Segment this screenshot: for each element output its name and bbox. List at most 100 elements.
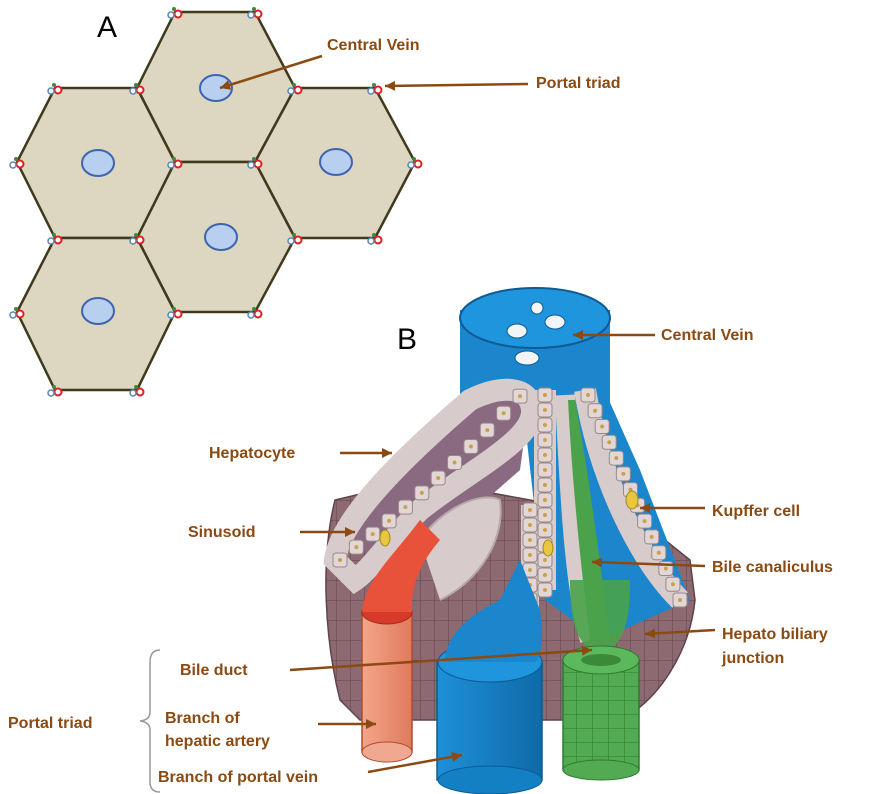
portal-vein-dot: [48, 238, 54, 244]
hepatocyte-cell: [602, 435, 616, 449]
arrow-portal-triad-a-head: [385, 81, 395, 91]
portal-vein-dot: [10, 162, 16, 168]
hepatocyte-cell: [523, 548, 537, 562]
bile-duct-bottom: [563, 760, 639, 780]
hepatocyte-nucleus: [543, 438, 547, 442]
hepatocyte-nucleus: [543, 483, 547, 487]
portal-vein-dot: [10, 312, 16, 318]
bile-duct-dot: [252, 157, 256, 161]
hepatic-artery-dot: [17, 161, 24, 168]
arrow-sinusoid: [300, 527, 355, 537]
portal-vein-bottom: [438, 766, 542, 794]
hepatic-artery-dot: [175, 311, 182, 318]
hexagon-lobule-group: [17, 12, 415, 390]
hepatocyte-cell: [538, 418, 552, 432]
hepatocyte-nucleus: [354, 545, 358, 549]
hepatic-artery-dot: [137, 87, 144, 94]
hepatocyte-cell: [638, 514, 652, 528]
hepatocyte-cell: [609, 451, 623, 465]
bile-duct-dot: [172, 7, 176, 11]
hepatocyte-nucleus: [543, 588, 547, 592]
hepatocyte-cell: [523, 518, 537, 532]
central-vein-oval: [205, 224, 237, 250]
kupffer-cell: [626, 491, 638, 509]
hepatocyte-nucleus: [543, 513, 547, 517]
hepatic-artery-dot: [137, 389, 144, 396]
label-portal-triad-b: Portal triad: [8, 714, 92, 734]
label-central-vein-b: Central Vein: [661, 326, 753, 346]
hepatic-artery-dot: [55, 237, 62, 244]
hepatocyte-cell: [464, 440, 478, 454]
hepatic-artery-dot: [295, 87, 302, 94]
hepatocyte-nucleus: [543, 453, 547, 457]
hepatocyte-nucleus: [543, 393, 547, 397]
central-vein-oval: [82, 150, 114, 176]
hepatocyte-cell: [497, 406, 511, 420]
portal-vein-dot: [130, 238, 136, 244]
bile-duct-dot: [372, 233, 376, 237]
hepatocyte-nucleus: [671, 582, 675, 586]
hepatocyte-nucleus: [543, 498, 547, 502]
hepatocyte-nucleus: [338, 558, 342, 562]
central-vein-oval: [320, 149, 352, 175]
bile-duct-dot: [292, 233, 296, 237]
hepatocyte-cell: [538, 463, 552, 477]
hepatic-artery-dot: [175, 11, 182, 18]
hepatocyte-nucleus: [543, 423, 547, 427]
portal-vein-dot: [288, 238, 294, 244]
hepatocyte-cell: [666, 577, 680, 591]
hepatocyte-cell: [538, 448, 552, 462]
hepatocyte-cell: [538, 388, 552, 402]
portal-vein-dot: [408, 162, 414, 168]
bile-duct-dot: [252, 307, 256, 311]
hepatocyte-nucleus: [543, 468, 547, 472]
hepatocyte-nucleus: [528, 508, 532, 512]
hepatocyte-cell: [538, 583, 552, 597]
label-bile-canaliculus: Bile canaliculus: [712, 558, 833, 578]
hepatocyte-cell: [538, 568, 552, 582]
hepatic-artery-dot: [175, 161, 182, 168]
hepatocyte-cell: [415, 486, 429, 500]
portal-vein-dot: [368, 238, 374, 244]
arrow-portal-triad-a-line: [385, 84, 528, 86]
portal-vein-dot: [288, 88, 294, 94]
kupffer-cell: [380, 530, 390, 546]
portal-triad-marker: [168, 7, 182, 18]
hepatocyte-nucleus: [543, 408, 547, 412]
central-vein-top: [460, 288, 610, 348]
hepatic-artery-tube: [362, 612, 412, 752]
hepatocyte-nucleus: [614, 456, 618, 460]
hepatic-artery-dot: [375, 87, 382, 94]
bile-duct-dot: [372, 83, 376, 87]
hepatocyte-cell: [523, 503, 537, 517]
portal-vein-dot: [48, 88, 54, 94]
label-kupffer-cell: Kupffer cell: [712, 502, 800, 522]
bile-duct-dot: [134, 233, 138, 237]
central-vein-hole: [507, 324, 527, 338]
hepatocyte-cell: [538, 403, 552, 417]
hepatic-artery-bottom: [362, 742, 412, 762]
label-portal-triad-a: Portal triad: [536, 74, 620, 94]
hepatocyte-cell: [538, 433, 552, 447]
hepatocyte-nucleus: [543, 528, 547, 532]
hepatocyte-cell: [652, 546, 666, 560]
hepatocyte-nucleus: [643, 519, 647, 523]
hepatocyte-nucleus: [502, 411, 506, 415]
arrow-kupffer-cell: [640, 503, 705, 513]
hepatocyte-nucleus: [469, 445, 473, 449]
portal-triad-brace: [140, 650, 160, 792]
hepatocyte-nucleus: [657, 551, 661, 555]
hepatocyte-nucleus: [607, 440, 611, 444]
bile-duct-dot: [52, 83, 56, 87]
panel-b-letter: B: [397, 324, 417, 356]
hepatocyte-cell: [513, 389, 527, 403]
hepatocyte-cell: [588, 404, 602, 418]
hepatocyte-cell: [645, 530, 659, 544]
bile-duct-dot: [14, 307, 18, 311]
hepatic-artery-dot: [375, 237, 382, 244]
label-hepatic-artery-line2: hepatic artery: [165, 732, 270, 752]
bile-duct-dot: [252, 7, 256, 11]
hepatocyte-cell: [366, 527, 380, 541]
